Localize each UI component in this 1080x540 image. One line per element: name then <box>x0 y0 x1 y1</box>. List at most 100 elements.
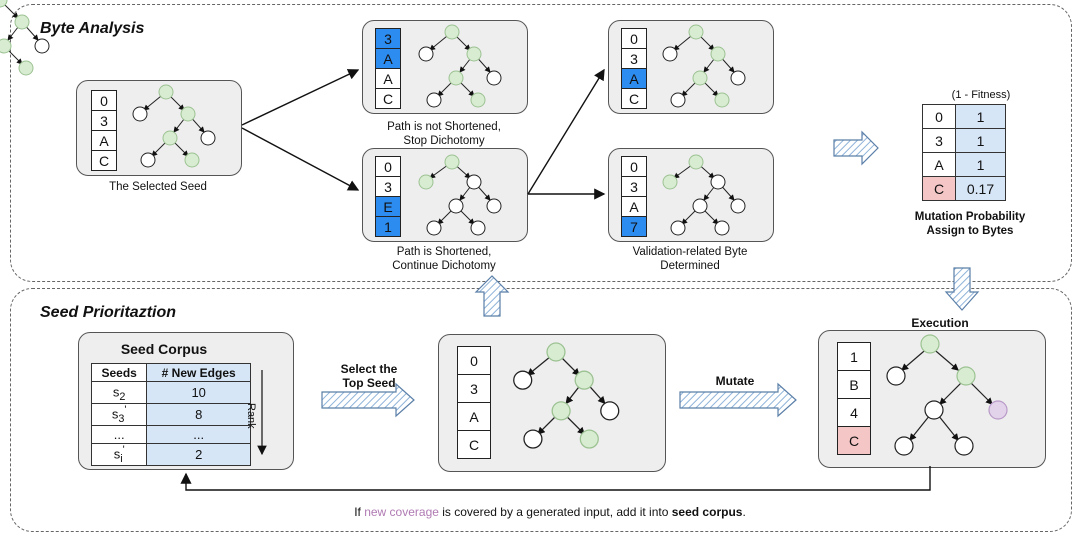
seed-corpus-title: Seed Corpus <box>120 341 208 357</box>
execution-card: 1 B 4 C <box>818 330 1046 468</box>
branch-a-card: 0 3 A C <box>608 20 774 114</box>
byte-cell: 3 <box>922 128 956 153</box>
edges-cell: ... <box>146 424 251 444</box>
byte-cell: C <box>468 436 480 453</box>
mutation-probability-table: 0 1 3 1 A 1 C 0.17 <box>922 104 1006 201</box>
seed-corpus-card: Seed Corpus Seeds # New Edges s2 10 s3' … <box>78 332 294 470</box>
caption-line: Determined <box>660 260 720 272</box>
caption-line: Path is Shortened, <box>396 246 492 258</box>
byte-cell: 3 <box>376 29 400 49</box>
byte-cell: 3 <box>622 177 646 197</box>
byte-cell: 0 <box>622 157 646 177</box>
byte-cell: A <box>92 131 116 151</box>
table-row: s3' 8 <box>90 402 251 426</box>
byte-cell: C <box>382 90 394 107</box>
seed-corpus-table: Seeds # New Edges s2 10 s3' 8 ... ... si… <box>90 363 251 466</box>
caption-line: Mutation Probability <box>914 211 1026 223</box>
byte-cell: A <box>622 197 646 217</box>
edges-cell: 10 <box>146 381 251 404</box>
seed-prioritization-title: Seed Prioritaztion <box>40 304 177 321</box>
caption-line: Validation-related Byte <box>632 246 748 258</box>
not-shortened-caption: Path is not Shortened, Stop Dichotomy <box>362 120 526 148</box>
table-row: C 0.17 <box>922 176 1006 201</box>
table-row: 0 1 <box>922 104 1006 129</box>
not-shortened-bytes: 3 A A C <box>375 28 401 109</box>
byte-cell: 0 <box>458 347 490 375</box>
byte-cell: 0 <box>376 157 400 177</box>
byte-analysis-title: Byte Analysis <box>40 20 145 37</box>
byte-cell: 1 <box>376 217 400 236</box>
byte-cell: 7 <box>622 217 646 236</box>
rank-label: Rank <box>245 403 257 429</box>
byte-cell: A <box>622 69 646 89</box>
table-row: ... ... <box>90 424 251 444</box>
table-row: s2 10 <box>90 381 251 404</box>
byte-cell: 0 <box>622 29 646 49</box>
table-row: si' 2 <box>90 442 251 466</box>
not-shortened-card: 3 A A C <box>362 20 528 114</box>
byte-cell: 3 <box>92 111 116 131</box>
fitness-cell: 1 <box>955 152 1006 177</box>
byte-cell: 3 <box>458 375 490 403</box>
select-top-seed-label: Select the Top Seed <box>314 362 424 390</box>
execution-bytes: 1 B 4 C <box>837 342 871 455</box>
caption-line: Select the <box>340 362 398 376</box>
selected-seed-card: 0 3 A C <box>76 80 242 176</box>
seed-corpus-text: seed corpus <box>671 505 743 519</box>
mutate-label: Mutate <box>715 374 755 388</box>
shortened-caption: Path is Shortened, Continue Dichotomy <box>362 245 526 273</box>
caption-line: Assign to Bytes <box>926 225 1014 237</box>
fitness-cell: 1 <box>955 104 1006 129</box>
footer-middle: is covered by a generated input, add it … <box>438 505 672 519</box>
edges-cell: 8 <box>146 402 251 426</box>
byte-cell: A <box>458 403 490 431</box>
fitness-cell: 1 <box>955 128 1006 153</box>
validation-bytes: 0 3 A 7 <box>621 156 647 237</box>
table-row: A 1 <box>922 152 1006 177</box>
seed-cell: s2 <box>90 381 148 404</box>
byte-cell: 0 <box>922 104 956 129</box>
footer-suffix: . <box>742 505 746 519</box>
selected-seed-bytes: 0 3 A C <box>91 90 117 171</box>
byte-cell: 0 <box>92 91 116 111</box>
table-header-row: Seeds # New Edges <box>90 363 251 382</box>
footer-note: If new coverage is covered by a generate… <box>200 505 900 519</box>
byte-cell: C <box>628 90 640 107</box>
validation-card: 0 3 A 7 <box>608 148 774 242</box>
branch-a-bytes: 0 3 A C <box>621 28 647 109</box>
byte-cell: 1 <box>838 343 870 371</box>
byte-cell: B <box>838 371 870 399</box>
column-header-seeds: Seeds <box>90 363 148 382</box>
byte-cell: 4 <box>838 399 870 427</box>
shortened-card: 0 3 E 1 <box>362 148 528 242</box>
selected-seed-caption: The Selected Seed <box>109 181 207 193</box>
fitness-cell: 0.17 <box>955 176 1006 201</box>
caption-line: Stop Dichotomy <box>403 135 485 147</box>
top-seed-card: 0 3 A C <box>438 334 666 472</box>
byte-cell: C <box>922 176 956 201</box>
caption-line: Continue Dichotomy <box>392 260 496 272</box>
edges-cell: 2 <box>146 442 251 466</box>
top-seed-bytes: 0 3 A C <box>457 346 491 459</box>
column-header-edges: # New Edges <box>146 363 251 382</box>
seed-cell: s3' <box>90 402 148 426</box>
seed-cell: si' <box>90 442 148 466</box>
validation-caption: Validation-related Byte Determined <box>608 245 772 273</box>
seed-cell: ... <box>90 424 148 444</box>
new-coverage-text: new coverage <box>364 505 439 519</box>
execution-title: Execution <box>911 316 969 330</box>
byte-cell: A <box>376 69 400 89</box>
fitness-header: (1 - Fitness) <box>951 89 1011 101</box>
byte-cell: 3 <box>622 49 646 69</box>
byte-cell: C <box>98 152 110 169</box>
byte-analysis-section <box>10 4 1072 282</box>
footer-prefix: If <box>354 505 365 519</box>
byte-cell: A <box>376 49 400 69</box>
byte-cell: C <box>838 427 870 454</box>
byte-cell: A <box>922 152 956 177</box>
caption-line: Top Seed <box>342 376 396 390</box>
byte-cell: E <box>376 197 400 217</box>
mutation-probability-caption: Mutation Probability Assign to Bytes <box>890 210 1050 238</box>
caption-line: Path is not Shortened, <box>387 121 501 133</box>
shortened-bytes: 0 3 E 1 <box>375 156 401 237</box>
